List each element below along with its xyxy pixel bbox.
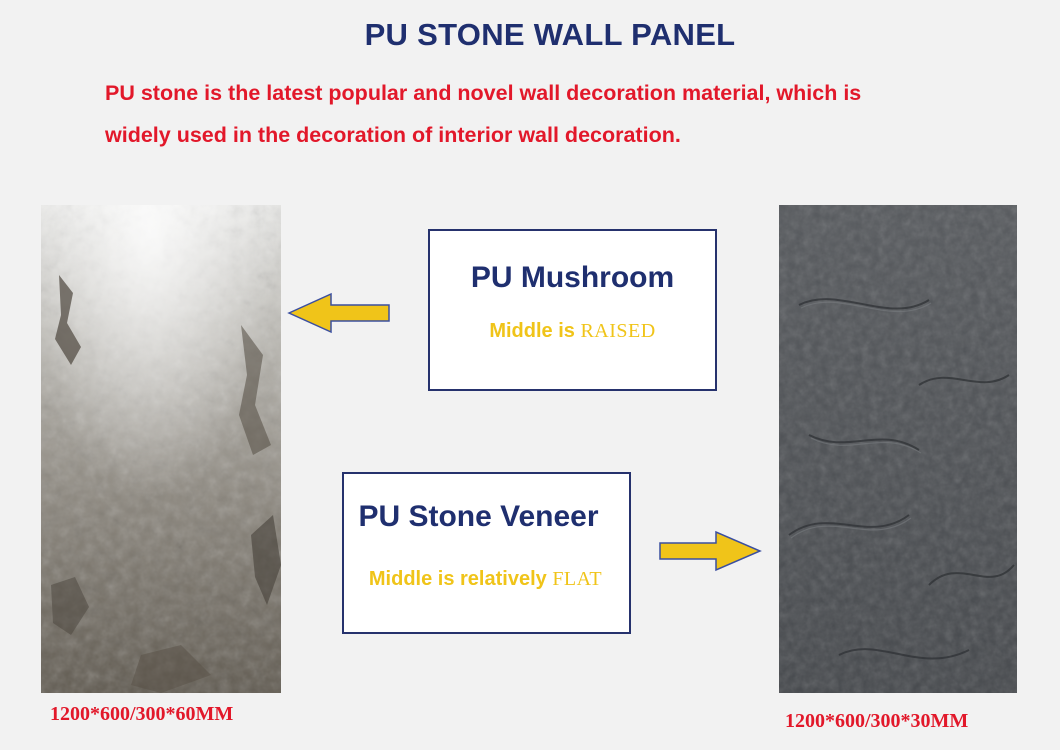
mushroom-stone-image [41,205,281,693]
pu-mushroom-feature: Middle is RAISED [430,320,715,343]
pu-stone-veneer-box: PU Stone Veneer Middle is relatively FLA… [342,472,631,634]
feature-accent: FLAT [552,568,603,590]
arrow-left-icon [287,292,391,334]
feature-accent: RAISED [580,320,656,342]
feature-prefix: Middle is relatively [368,568,553,590]
description-line-2: widely used in the decoration of interio… [105,123,681,147]
page-title: PU STONE WALL PANEL [364,17,736,52]
veneer-size-label: 1200*600/300*30MM [785,710,969,732]
pu-mushroom-title: PU Mushroom [470,261,675,294]
pu-stone-veneer-title: PU Stone Veneer [358,500,599,533]
mushroom-size-label: 1200*600/300*60MM [50,703,234,725]
arrow-right-icon [658,530,762,572]
description: PU stone is the latest popular and novel… [105,72,1005,156]
pu-mushroom-box: PU Mushroom Middle is RAISED [428,229,717,391]
pu-stone-veneer-feature: Middle is relatively FLAT [343,568,628,591]
feature-prefix: Middle is [489,320,581,342]
stone-veneer-image [779,205,1017,693]
description-line-1: PU stone is the latest popular and novel… [105,81,862,105]
